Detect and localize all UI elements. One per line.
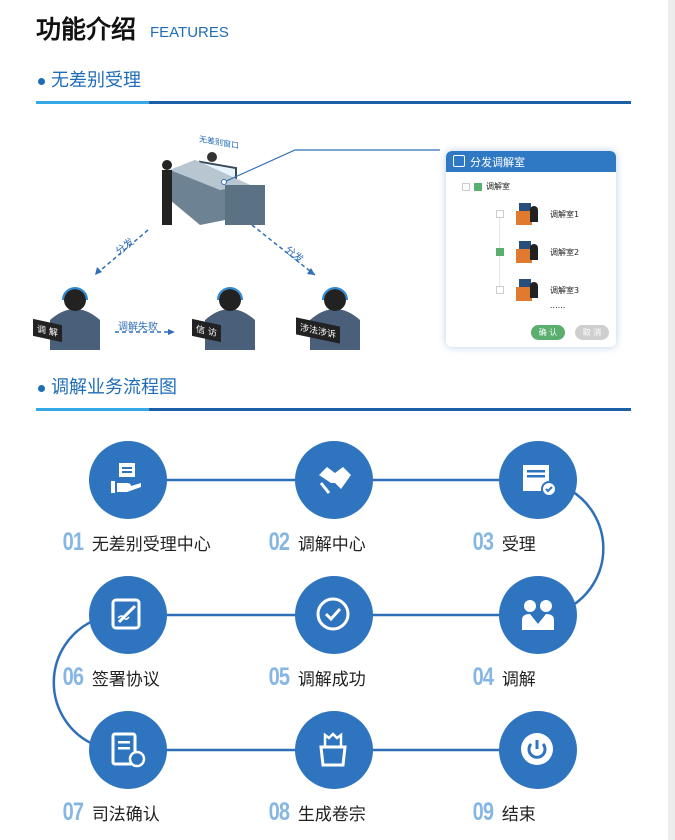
step-label-01: 01 无差别受理中心 (60, 528, 211, 557)
section-heading-acceptance: 无差别受理 (38, 66, 141, 92)
step-number: 06 (62, 663, 84, 691)
step-circle (89, 441, 167, 519)
step-text: 无差别受理中心 (91, 535, 211, 555)
step-number: 03 (472, 528, 494, 556)
room-checkbox[interactable] (496, 286, 504, 294)
step-text: 调解 (501, 670, 536, 690)
room-label: 调解室2 (550, 247, 580, 257)
document-seal-icon (111, 732, 146, 768)
step-label-09: 09 结束 (470, 798, 536, 827)
room-label: 调解室1 (550, 209, 580, 219)
dialog-header: 分发调解室 (446, 151, 616, 172)
confirm-button[interactable]: 确 认 (531, 325, 565, 340)
step-label-08: 08 生成卷宗 (266, 798, 366, 827)
check-circle-icon (316, 597, 350, 631)
step-circle (89, 711, 167, 789)
step-number: 01 (62, 528, 84, 556)
step-number: 07 (62, 798, 84, 826)
step-text: 生成卷宗 (297, 805, 366, 825)
step-circle (295, 441, 373, 519)
share-icon (453, 155, 465, 167)
dispatch-dialog: 分发调解室 调解室 调解室1 调解室2 调解室3 ...... 确 认 取 消 (446, 151, 616, 347)
room-label: 调解室3 (550, 285, 580, 295)
handshake-icon (319, 467, 351, 494)
people-icon (522, 600, 554, 630)
room-checkbox[interactable] (496, 248, 504, 256)
step-label-02: 02 调解中心 (266, 528, 366, 557)
step-number: 05 (268, 663, 290, 691)
mediator-desk-icon (514, 201, 540, 227)
step-text: 结束 (501, 805, 536, 825)
tree-root[interactable]: 调解室 (462, 181, 510, 192)
step-label-07: 07 司法确认 (60, 798, 160, 827)
step-circle (295, 711, 373, 789)
step-text: 受理 (501, 535, 536, 555)
step-label-03: 03 受理 (470, 528, 536, 557)
root-checkbox[interactable] (474, 182, 482, 191)
cancel-button[interactable]: 取 消 (575, 325, 609, 340)
step-label-04: 04 调解 (470, 663, 536, 692)
step-circle (295, 576, 373, 654)
mediation-failed-label: 调解失败 (118, 322, 158, 333)
section-divider (36, 408, 631, 411)
step-label-05: 05 调解成功 (266, 663, 366, 692)
step-circle (499, 711, 577, 789)
step-text: 调解中心 (297, 535, 366, 555)
scrollbar[interactable] (668, 0, 675, 840)
dialog-title: 分发调解室 (470, 156, 525, 169)
section-title: 无差别受理 (51, 70, 141, 91)
section-divider (36, 101, 631, 104)
step-number: 02 (268, 528, 290, 556)
power-icon (521, 733, 553, 765)
room-item[interactable]: 调解室2 (496, 239, 579, 265)
inbox-check-icon (523, 465, 557, 497)
section-title: 调解业务流程图 (51, 377, 177, 398)
room-checkbox[interactable] (496, 210, 504, 218)
section-heading-flow: 调解业务流程图 (38, 373, 177, 399)
collapse-icon[interactable] (462, 182, 470, 191)
more-indicator: ...... (550, 301, 566, 310)
step-circle (499, 441, 577, 519)
page-title: 功能介绍 (36, 15, 137, 44)
step-text: 调解成功 (297, 670, 366, 690)
archive-box-icon (319, 732, 347, 767)
room-item[interactable]: 调解室3 (496, 277, 579, 303)
step-text: 签署协议 (91, 670, 160, 690)
root-label: 调解室 (486, 182, 510, 191)
hand-document-icon (111, 463, 141, 493)
step-circle (499, 576, 577, 654)
mediator-desk-icon (514, 239, 540, 265)
step-number: 09 (472, 798, 494, 826)
step-label-06: 06 签署协议 (60, 663, 160, 692)
step-number: 04 (472, 663, 494, 691)
page-title-en: FEATURES (150, 24, 229, 41)
step-circle (89, 576, 167, 654)
step-number: 08 (268, 798, 290, 826)
sign-icon (111, 598, 141, 630)
step-text: 司法确认 (91, 805, 160, 825)
mediator-desk-icon (514, 277, 540, 303)
room-item[interactable]: 调解室1 (496, 201, 579, 227)
